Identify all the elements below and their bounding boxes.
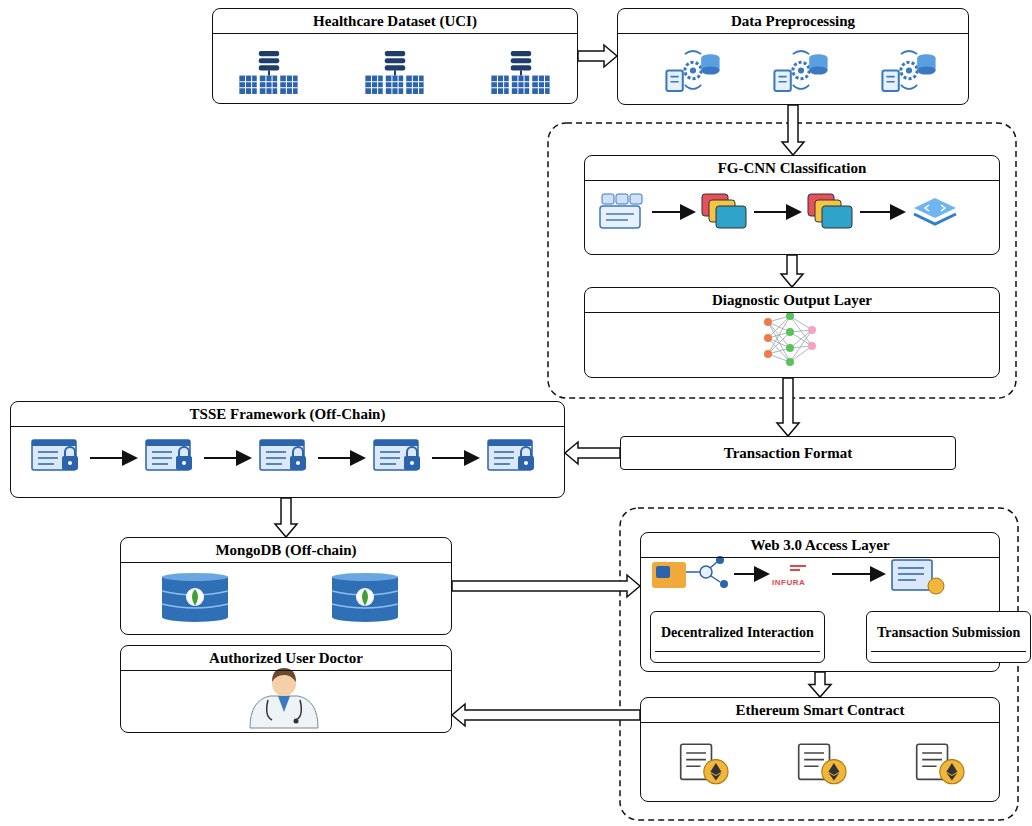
layer-icon <box>702 194 746 228</box>
group-outline <box>548 123 1016 398</box>
flow-arrow <box>652 211 904 213</box>
box-title: Transaction Submission <box>871 623 1026 652</box>
box-title: Healthcare Dataset (UCI) <box>213 9 577 34</box>
box-title: Diagnostic Output Layer <box>585 288 999 313</box>
smart-contract-icon <box>681 744 728 784</box>
box-title: MongoDB (Off-chain) <box>121 538 451 563</box>
preprocess-icon <box>774 51 827 91</box>
group-outline <box>620 508 1018 820</box>
block-arrow <box>578 45 617 67</box>
database-icon <box>365 51 423 94</box>
block-arrow <box>452 575 640 597</box>
module-box: Authorized User Doctor <box>120 645 452 733</box>
sub-box: Transaction Submission <box>866 611 1031 663</box>
box-title: Transaction Format <box>718 445 858 462</box>
layer-icon <box>808 194 852 228</box>
neural-net-icon <box>764 312 816 366</box>
module-box: MongoDB (Off-chain) <box>120 537 452 635</box>
module-box: Diagnostic Output Layer <box>584 287 1000 378</box>
box-title: Decentralized Interaction <box>655 623 820 652</box>
block-arrow <box>809 672 831 697</box>
secure-doc-icon <box>32 440 78 470</box>
module-box: TSSE Framework (Off-Chain) <box>10 401 565 498</box>
box-title: Web 3.0 Access Layer <box>641 533 999 558</box>
block-arrow <box>782 105 804 155</box>
database-cylinder <box>332 573 398 622</box>
box-title: TSSE Framework (Off-Chain) <box>11 402 564 427</box>
module-box: Web 3.0 Access LayerDecentralized Intera… <box>640 532 1000 672</box>
block-arrow <box>565 442 620 464</box>
flow-arrow <box>734 573 884 575</box>
module-box: FG-CNN Classification <box>584 155 1000 255</box>
box-title: Data Preprocessing <box>618 9 968 34</box>
doc-coin-icon <box>892 560 944 594</box>
block-arrow <box>781 255 803 287</box>
box-title: Ethereum Smart Contract <box>641 698 999 723</box>
box-title: Authorized User Doctor <box>121 646 451 671</box>
input-icon <box>600 194 642 228</box>
secure-doc-icon <box>488 440 534 470</box>
infura-mark <box>790 566 806 570</box>
secure-doc-icon <box>260 440 306 470</box>
database-icon <box>491 51 549 94</box>
sub-box: Decentralized Interaction <box>650 611 825 663</box>
box-title: FG-CNN Classification <box>585 156 999 181</box>
output-icon <box>914 198 956 224</box>
process-box: Transaction Format <box>620 436 956 470</box>
preprocess-icon <box>666 51 719 91</box>
preprocess-icon <box>882 51 935 91</box>
database-cylinder <box>162 573 228 622</box>
secure-doc-icon <box>374 440 420 470</box>
smart-contract-icon <box>917 744 964 784</box>
secure-doc-icon <box>146 440 192 470</box>
wallet-icon <box>652 556 728 588</box>
module-box: Ethereum Smart Contract <box>640 697 1000 802</box>
icon-label: INFURA <box>771 578 806 587</box>
doctor-figure <box>250 668 318 728</box>
smart-contract-icon <box>799 744 846 784</box>
module-box: Healthcare Dataset (UCI) <box>212 8 578 104</box>
block-arrow <box>275 498 297 537</box>
flow-arrow <box>90 457 478 459</box>
block-arrow <box>777 378 799 436</box>
block-arrow <box>452 704 640 726</box>
module-box: Data Preprocessing <box>617 8 969 105</box>
database-icon <box>239 51 297 94</box>
